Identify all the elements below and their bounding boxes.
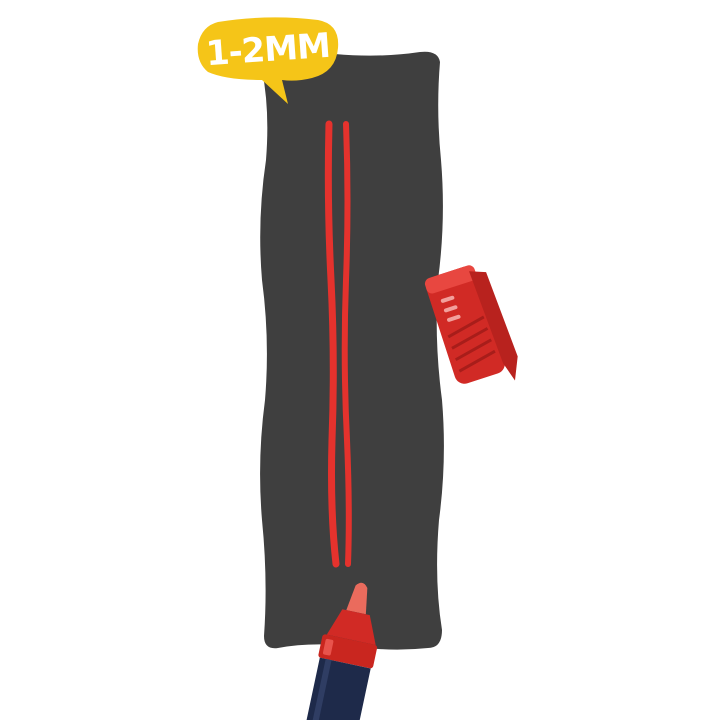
badge-bubble [197, 17, 339, 104]
size-badge: 1-2MM [197, 17, 339, 104]
chalkboard-panel [260, 51, 444, 650]
marker-stroke-left [324, 120, 340, 568]
marker-pen-icon [305, 582, 378, 720]
badge-text: 1-2MM [205, 26, 332, 75]
marker-cap-icon [424, 265, 518, 384]
marker-stroke-right [341, 121, 352, 567]
